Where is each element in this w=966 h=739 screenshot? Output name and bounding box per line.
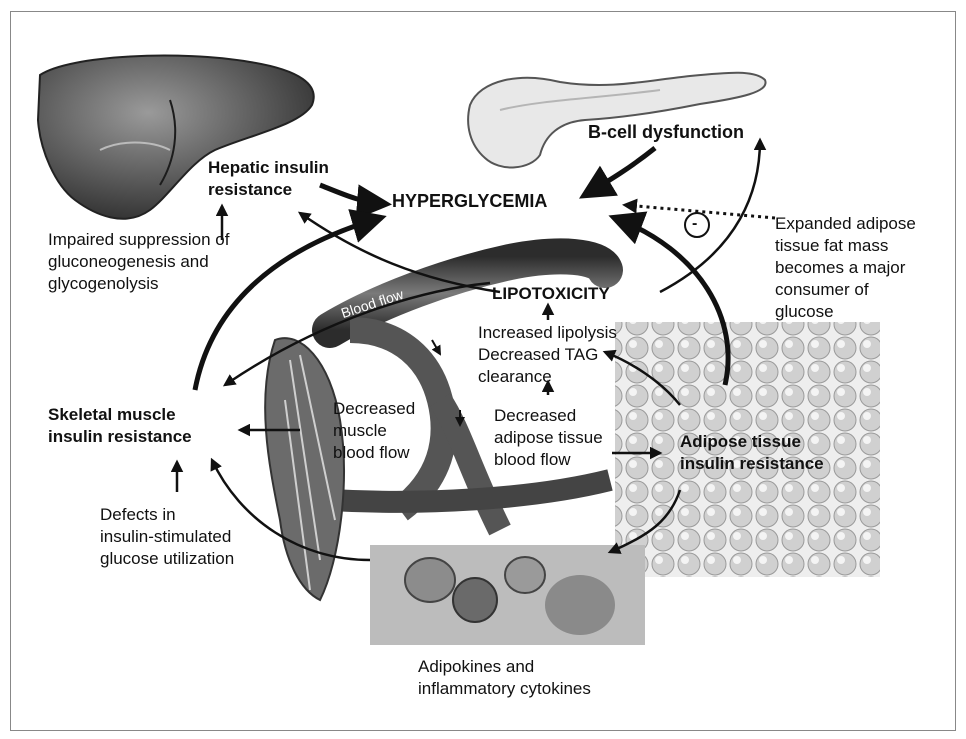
hepatic-insulin-resistance-label: Hepatic insulinresistance bbox=[208, 157, 329, 201]
muscle-illustration bbox=[265, 338, 344, 600]
skeletal-muscle-label: Skeletal muscleinsulin resistance bbox=[48, 404, 192, 448]
lipolysis-label: Increased lipolysisDecreased TAGclearanc… bbox=[478, 322, 617, 388]
lipotoxicity-label: LIPOTOXICITY bbox=[492, 283, 610, 305]
expanded-adipose-label: Expanded adiposetissue fat massbecomes a… bbox=[775, 213, 916, 323]
decreased-adipose-flow-label: Decreasedadipose tissueblood flow bbox=[494, 405, 603, 471]
hyperglycemia-label: HYPERGLYCEMIA bbox=[392, 190, 547, 212]
inhibition-sign: - bbox=[692, 213, 697, 235]
impaired-suppression-label: Impaired suppression ofgluconeogenesis a… bbox=[48, 229, 229, 295]
decreased-muscle-flow-label: Decreasedmuscleblood flow bbox=[333, 398, 415, 464]
adipokines-label: Adipokines andinflammatory cytokines bbox=[418, 656, 591, 700]
inflammatory-cells-illustration bbox=[370, 545, 645, 645]
b-cell-dysfunction-label: B-cell dysfunction bbox=[588, 121, 744, 143]
adipose-insulin-resistance-label: Adipose tissueinsulin resistance bbox=[680, 431, 824, 475]
defects-label: Defects ininsulin-stimulatedglucose util… bbox=[100, 504, 234, 570]
